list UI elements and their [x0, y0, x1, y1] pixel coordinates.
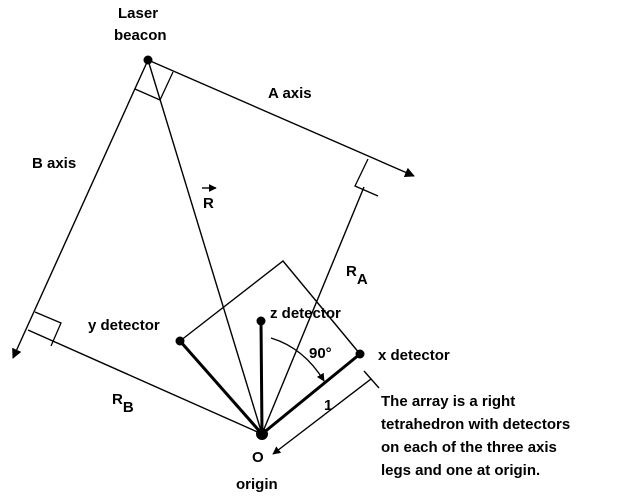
laser-beacon-label-line2: beacon	[114, 27, 167, 44]
caption-line-3: on each of the three axis	[381, 439, 557, 456]
r-b-main: R	[112, 391, 123, 408]
r-a-main: R	[346, 263, 357, 280]
origin-letter-label: O	[252, 449, 264, 466]
angle-label: 90°	[309, 345, 332, 362]
laser-beacon-point	[143, 55, 153, 65]
z-detector-leg	[259, 320, 264, 435]
r-a-subscript: A	[357, 271, 368, 288]
r-vector-line	[147, 59, 263, 435]
angle-arc	[270, 337, 325, 382]
b-axis-line	[12, 59, 149, 359]
caption-line-4: legs and one at origin.	[381, 462, 540, 479]
z-detector-label: z detector	[270, 305, 341, 322]
a-axis-label: A axis	[268, 85, 312, 102]
r-b-label: RB	[112, 391, 134, 416]
x-detector-point	[355, 349, 365, 359]
r-b-subscript: B	[123, 399, 134, 416]
tetrahedron-outline	[179, 260, 361, 355]
caption-line-2: tetrahedron with detectors	[381, 416, 570, 433]
z-detector-point	[256, 316, 266, 326]
caption-line-1: The array is a right	[381, 393, 515, 410]
unit-length-label: 1	[324, 397, 332, 414]
y-detector-leg	[178, 340, 264, 435]
r-b-projection-line	[27, 329, 263, 435]
y-detector-label: y detector	[88, 317, 160, 334]
a-axis-line	[147, 59, 415, 177]
b-axis-label: B axis	[32, 155, 76, 172]
y-detector-point	[175, 336, 185, 346]
r-vector-label: R	[203, 195, 214, 212]
x-detector-label: x detector	[378, 347, 450, 364]
r-a-label: RA	[346, 263, 368, 288]
origin-point	[256, 428, 268, 440]
origin-word-label: origin	[236, 476, 278, 493]
x-detector-leg	[261, 352, 361, 436]
r-a-projection-line	[261, 186, 365, 435]
unit-length-line	[272, 378, 372, 455]
right-angle-a-axis	[354, 158, 379, 197]
laser-beacon-label-line1: Laser	[118, 5, 158, 22]
right-angle-b-axis	[34, 311, 62, 347]
unit-length-tick	[363, 370, 380, 389]
